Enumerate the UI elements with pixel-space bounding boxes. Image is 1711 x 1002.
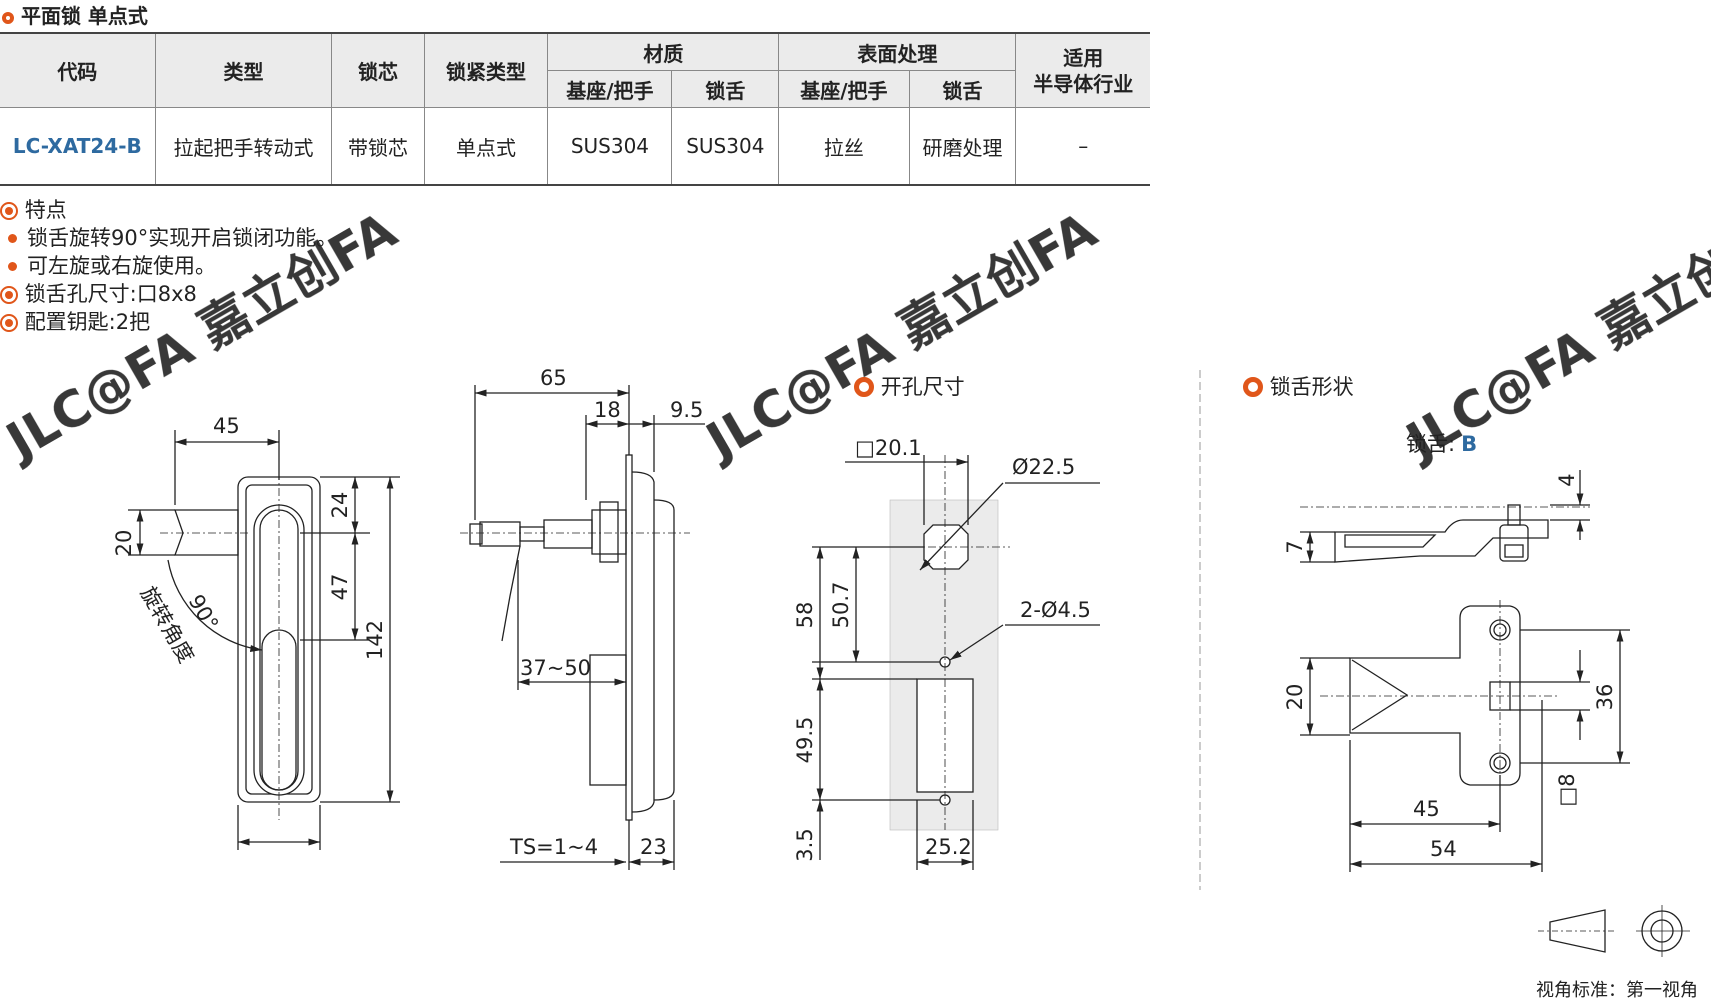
svg-text:20: 20	[112, 530, 136, 557]
th-core: 锁芯	[331, 32, 425, 108]
th-mat-base: 基座/把手	[547, 70, 673, 108]
th-material: 材质	[547, 32, 780, 71]
svg-text:□8: □8	[1555, 773, 1579, 806]
cutout-drawing	[812, 455, 1100, 870]
svg-text:JLC@FA 嘉立创FA: JLC@FA 嘉立创FA	[694, 201, 1106, 472]
svg-text:37~50: 37~50	[520, 656, 591, 680]
tongue-shape-heading: 锁舌形状	[1243, 371, 1354, 401]
cutout-heading: 开孔尺寸	[854, 371, 965, 401]
feature-item: 锁舌旋转90°实现开启锁闭功能。	[0, 224, 337, 252]
svg-text:20: 20	[1283, 684, 1307, 711]
svg-text:47: 47	[328, 574, 352, 601]
svg-text:90°: 90°	[184, 591, 223, 635]
cell-code: LC-XAT24-B	[0, 107, 156, 186]
th-type: 类型	[154, 32, 333, 108]
th-surf-base: 基座/把手	[778, 70, 910, 108]
target-icon	[0, 314, 18, 332]
svg-text:50.7: 50.7	[829, 582, 853, 629]
svg-text:24: 24	[328, 492, 352, 519]
feature-item: 可左旋或右旋使用。	[0, 252, 216, 280]
bullet-icon	[8, 234, 17, 243]
spec-table: 代码 类型 锁芯 锁紧类型 材质 表面处理 适用 半导体行业 基座/把手 锁舌 …	[0, 32, 1150, 186]
svg-text:45: 45	[1413, 797, 1440, 821]
ring-icon	[1243, 377, 1263, 397]
target-icon	[0, 202, 18, 220]
th-code: 代码	[0, 32, 156, 108]
cell-surf-base: 拉丝	[778, 107, 910, 186]
cell-surf-tongue: 研磨处理	[908, 107, 1017, 186]
svg-text:Ø22.5: Ø22.5	[1012, 455, 1075, 479]
svg-text:142: 142	[363, 620, 387, 660]
th-lock-type: 锁紧类型	[423, 32, 549, 108]
target-icon	[0, 286, 18, 304]
view-standard-note: 视角标准：第一视角	[1536, 980, 1698, 1001]
cutout-labels: □20.1 Ø22.5 2-Ø4.5 58 50.7 49.5 3.5 25.2	[793, 436, 1091, 862]
th-mat-tongue: 锁舌	[671, 70, 780, 108]
page-title: 平面锁 单点式	[2, 0, 148, 29]
cell-mat-tongue: SUS304	[671, 107, 780, 186]
svg-text:3.5: 3.5	[793, 828, 817, 861]
front-view-labels: 45 20 24 47 142 90° 旋转角度	[112, 414, 387, 667]
ring-icon	[2, 12, 14, 24]
bullet-icon	[8, 262, 17, 271]
cell-type: 拉起把手转动式	[154, 107, 333, 186]
hole-size: 锁舌孔尺寸:口8x8	[0, 280, 197, 308]
features-heading: 特点	[0, 196, 67, 224]
svg-text:4: 4	[1555, 473, 1579, 486]
cell-lock-type: 单点式	[423, 107, 549, 186]
th-industry: 适用 半导体行业	[1015, 32, 1150, 108]
svg-text:54: 54	[1430, 837, 1457, 861]
svg-text:58: 58	[793, 602, 817, 629]
svg-text:9.5: 9.5	[670, 398, 703, 422]
th-surf-tongue: 锁舌	[908, 70, 1016, 108]
projection-symbol-icon	[1538, 905, 1690, 957]
cell-core: 带锁芯	[331, 107, 425, 186]
cell-industry: –	[1015, 107, 1150, 186]
svg-text:49.5: 49.5	[793, 717, 817, 764]
tongue-shape-drawing	[1300, 470, 1630, 872]
svg-text:7: 7	[1283, 540, 1307, 553]
front-view	[128, 430, 400, 850]
svg-text:TS=1~4: TS=1~4	[509, 835, 598, 859]
tongue-label: 锁舌:B	[1406, 432, 1478, 456]
svg-text:2-Ø4.5: 2-Ø4.5	[1020, 598, 1091, 622]
svg-text:65: 65	[540, 366, 567, 390]
th-surface: 表面处理	[778, 32, 1017, 71]
svg-text:36: 36	[1593, 684, 1617, 711]
svg-text:23: 23	[640, 835, 667, 859]
table-row: LC-XAT24-B 拉起把手转动式 带锁芯 单点式 SUS304 SUS304…	[0, 107, 1150, 186]
keys-info: 配置钥匙:2把	[0, 308, 150, 336]
svg-text:45: 45	[213, 414, 240, 438]
tongue-shape-labels: 4 7 20 36 □8 45 54	[1283, 473, 1617, 861]
svg-text:18: 18	[594, 398, 621, 422]
side-view-labels: 65 18 9.5 37~50 TS=1~4 23	[509, 366, 703, 859]
svg-text:□20.1: □20.1	[855, 436, 922, 460]
side-view	[460, 385, 705, 870]
cell-mat-base: SUS304	[547, 107, 673, 186]
svg-text:25.2: 25.2	[925, 835, 972, 859]
svg-text:旋转角度: 旋转角度	[136, 583, 199, 668]
ring-icon	[854, 377, 874, 397]
